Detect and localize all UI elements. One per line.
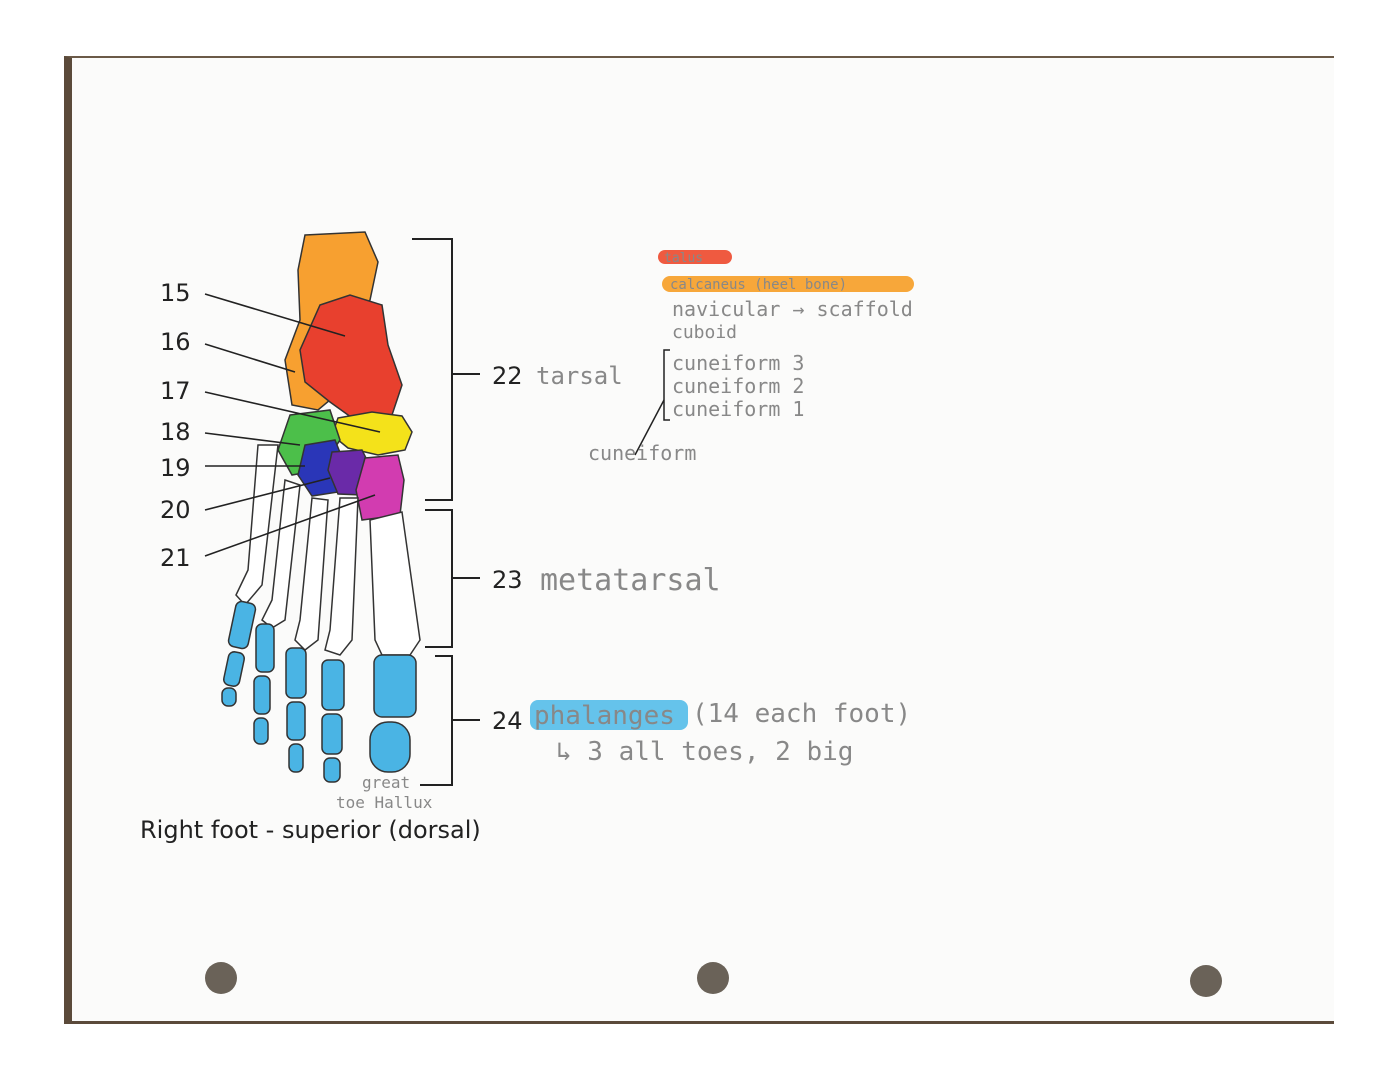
- label-16: 16: [160, 328, 191, 356]
- diagram-caption: Right foot - superior (dorsal): [140, 816, 481, 844]
- tarsal-note: tarsal: [536, 362, 623, 390]
- phalanges-bracket: [420, 655, 453, 786]
- calcaneus-note: calcaneus (heel bone): [670, 277, 847, 293]
- metatarsal-bracket: [425, 509, 453, 648]
- phalanges-note: phalanges: [534, 701, 675, 731]
- label-18: 18: [160, 418, 191, 446]
- cuneiform-pointer: [634, 399, 665, 456]
- metatarsal-bone: [235, 444, 279, 607]
- label-19: 19: [160, 454, 191, 482]
- label-21: 21: [160, 544, 191, 572]
- label-20: 20: [160, 496, 191, 524]
- leader-lines: [204, 293, 381, 557]
- label-17: 17: [160, 377, 191, 405]
- notebook-page: [64, 56, 1334, 1024]
- phalanx-bone: [288, 743, 304, 773]
- brackets: [412, 238, 480, 786]
- phalanx-bone: [255, 623, 275, 673]
- binder-hole: [1190, 965, 1222, 997]
- phalanges-count-note: (14 each foot): [692, 699, 911, 729]
- navicular-note: navicular → scaffold: [672, 297, 913, 321]
- cuneiform-3-note: cuneiform 3: [672, 351, 804, 375]
- phalanx-bone: [227, 600, 257, 650]
- talus-highlight: [658, 250, 732, 264]
- phalanges-subnote: ↳ 3 all toes, 2 big: [556, 737, 853, 767]
- phalanx-bone: [285, 647, 307, 699]
- metatarsal-bone: [369, 511, 421, 656]
- metatarsal-bone: [324, 497, 359, 656]
- group-number-23: 23: [492, 566, 523, 594]
- label-15: 15: [160, 279, 191, 307]
- phalanx-bone: [223, 651, 245, 687]
- navicular-bone: [331, 411, 413, 456]
- bone-number-labels: 15 16 17 18 19 20 21: [160, 279, 191, 572]
- tarsal-bracket: [412, 238, 453, 501]
- phalanges-highlight: [530, 700, 688, 730]
- phalanx-bone: [321, 713, 343, 755]
- phalanx-bone: [253, 675, 271, 715]
- phalanx-bone: [286, 701, 306, 741]
- phalanx-bone: [369, 721, 411, 773]
- cuneiform-group-note: cuneiform: [588, 441, 696, 465]
- binder-hole: [697, 962, 729, 994]
- binder-holes: [205, 962, 1222, 997]
- cuboid-note: cuboid: [672, 322, 737, 343]
- phalanx-bone: [221, 687, 237, 707]
- cuneiform-2-note: cuneiform 2: [672, 374, 804, 398]
- great-toe-note: great: [362, 773, 410, 792]
- binder-hole: [205, 962, 237, 994]
- phalanx-bone: [253, 717, 269, 745]
- phalanx-bone: [323, 757, 341, 783]
- foot-bones: [221, 231, 421, 783]
- group-number-22: 22: [492, 362, 523, 390]
- metatarsal-note: metatarsal: [540, 563, 721, 598]
- phalanx-bone: [321, 659, 345, 711]
- phalanx-bone: [373, 654, 417, 718]
- talus-note: talus: [664, 251, 703, 266]
- hallux-note: toe Hallux: [336, 793, 433, 812]
- cuneiform-bracket: [663, 349, 670, 421]
- calcaneus-highlight: [662, 276, 914, 292]
- cuneiform-1-note: cuneiform 1: [672, 397, 804, 421]
- cuneiform-1-bone: [355, 454, 405, 521]
- metatarsal-bone: [294, 497, 329, 651]
- group-number-24: 24: [492, 707, 523, 735]
